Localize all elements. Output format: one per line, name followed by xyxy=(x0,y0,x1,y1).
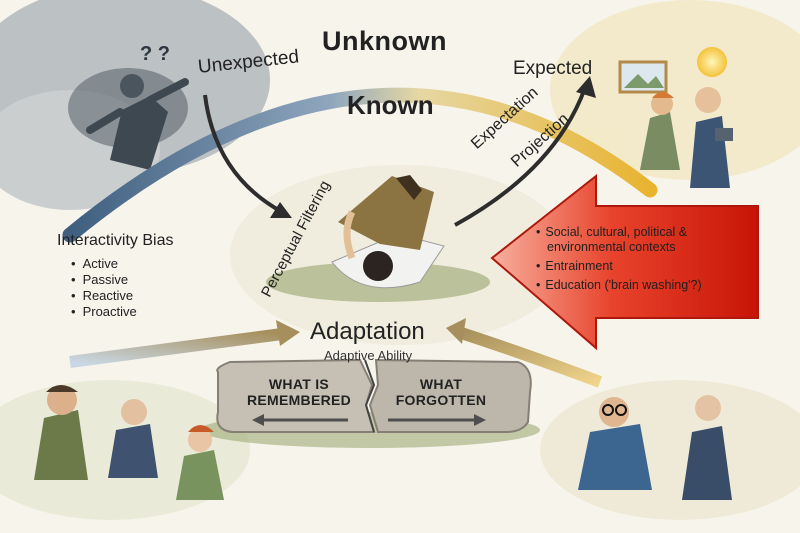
known-unknown-arc xyxy=(62,87,658,243)
stone-forgotten-text: WHAT FORGOTTEN xyxy=(395,376,487,408)
adaptive-ability-label: Adaptive Ability xyxy=(324,348,413,363)
context-item-entrainment: Entrainment xyxy=(536,259,746,274)
interactivity-bias-list: Active Passive Reactive Proactive xyxy=(71,256,173,320)
picture-frame-icon xyxy=(618,60,668,94)
context-item-contexts: Social, cultural, political & environmen… xyxy=(536,225,746,255)
interactivity-bias-title: Interactivity Bias xyxy=(57,232,174,249)
question-marks-icon: ? ? xyxy=(140,43,170,65)
bias-item-proactive: Proactive xyxy=(71,304,173,320)
sun-icon xyxy=(697,47,727,77)
expected-label: Expected xyxy=(513,58,593,79)
lower-right-arrow xyxy=(446,318,603,388)
bias-item-passive: Passive xyxy=(71,272,173,288)
bias-item-reactive: Reactive xyxy=(71,288,173,304)
adaptation-label: Adaptation xyxy=(310,318,425,345)
excited-people-figures xyxy=(640,87,733,188)
stone-tablet xyxy=(200,358,540,448)
unexpected-arrow xyxy=(203,94,292,218)
stone-remembered-text: WHAT IS REMEMBERED xyxy=(246,376,352,408)
context-item-education: Education ('brain washing'?) xyxy=(536,278,746,293)
discussing-people-figures xyxy=(578,395,732,500)
unknown-label: Unknown xyxy=(322,26,447,56)
context-text-block: Social, cultural, political & environmen… xyxy=(536,225,746,297)
confused-man-figure xyxy=(68,68,189,170)
thinking-people-figures xyxy=(34,385,224,500)
reclining-man-figure xyxy=(266,175,490,302)
known-label: Known xyxy=(347,90,434,120)
interactivity-bias-block: Interactivity Bias Active Passive Reacti… xyxy=(57,232,173,320)
expected-arrow xyxy=(454,76,596,227)
bias-item-active: Active xyxy=(71,256,173,272)
lower-left-arrow xyxy=(69,320,300,368)
context-list: Social, cultural, political & environmen… xyxy=(536,225,746,293)
